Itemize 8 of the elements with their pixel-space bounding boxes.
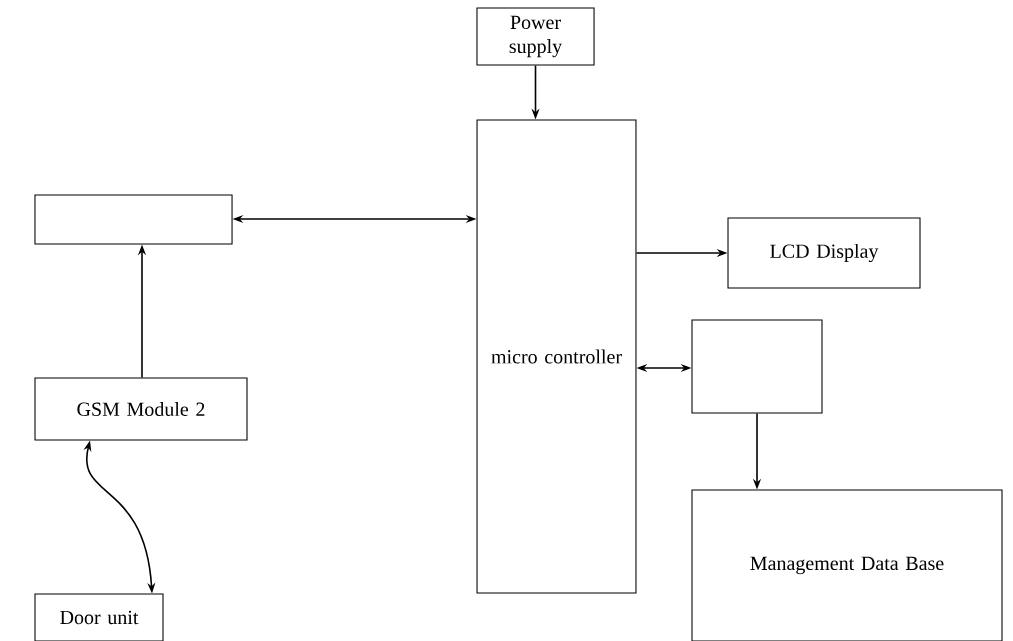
empty-box [691, 319, 823, 414]
module-box: micro controller [476, 119, 637, 594]
module-box: Management Data Base [691, 489, 1003, 641]
module-box: LCD Display [727, 217, 921, 289]
empty-box [34, 194, 233, 245]
module-box: Door unit [34, 593, 164, 641]
module-box: GSM Module 2 [34, 377, 248, 441]
module-box: Power supply [476, 7, 595, 66]
